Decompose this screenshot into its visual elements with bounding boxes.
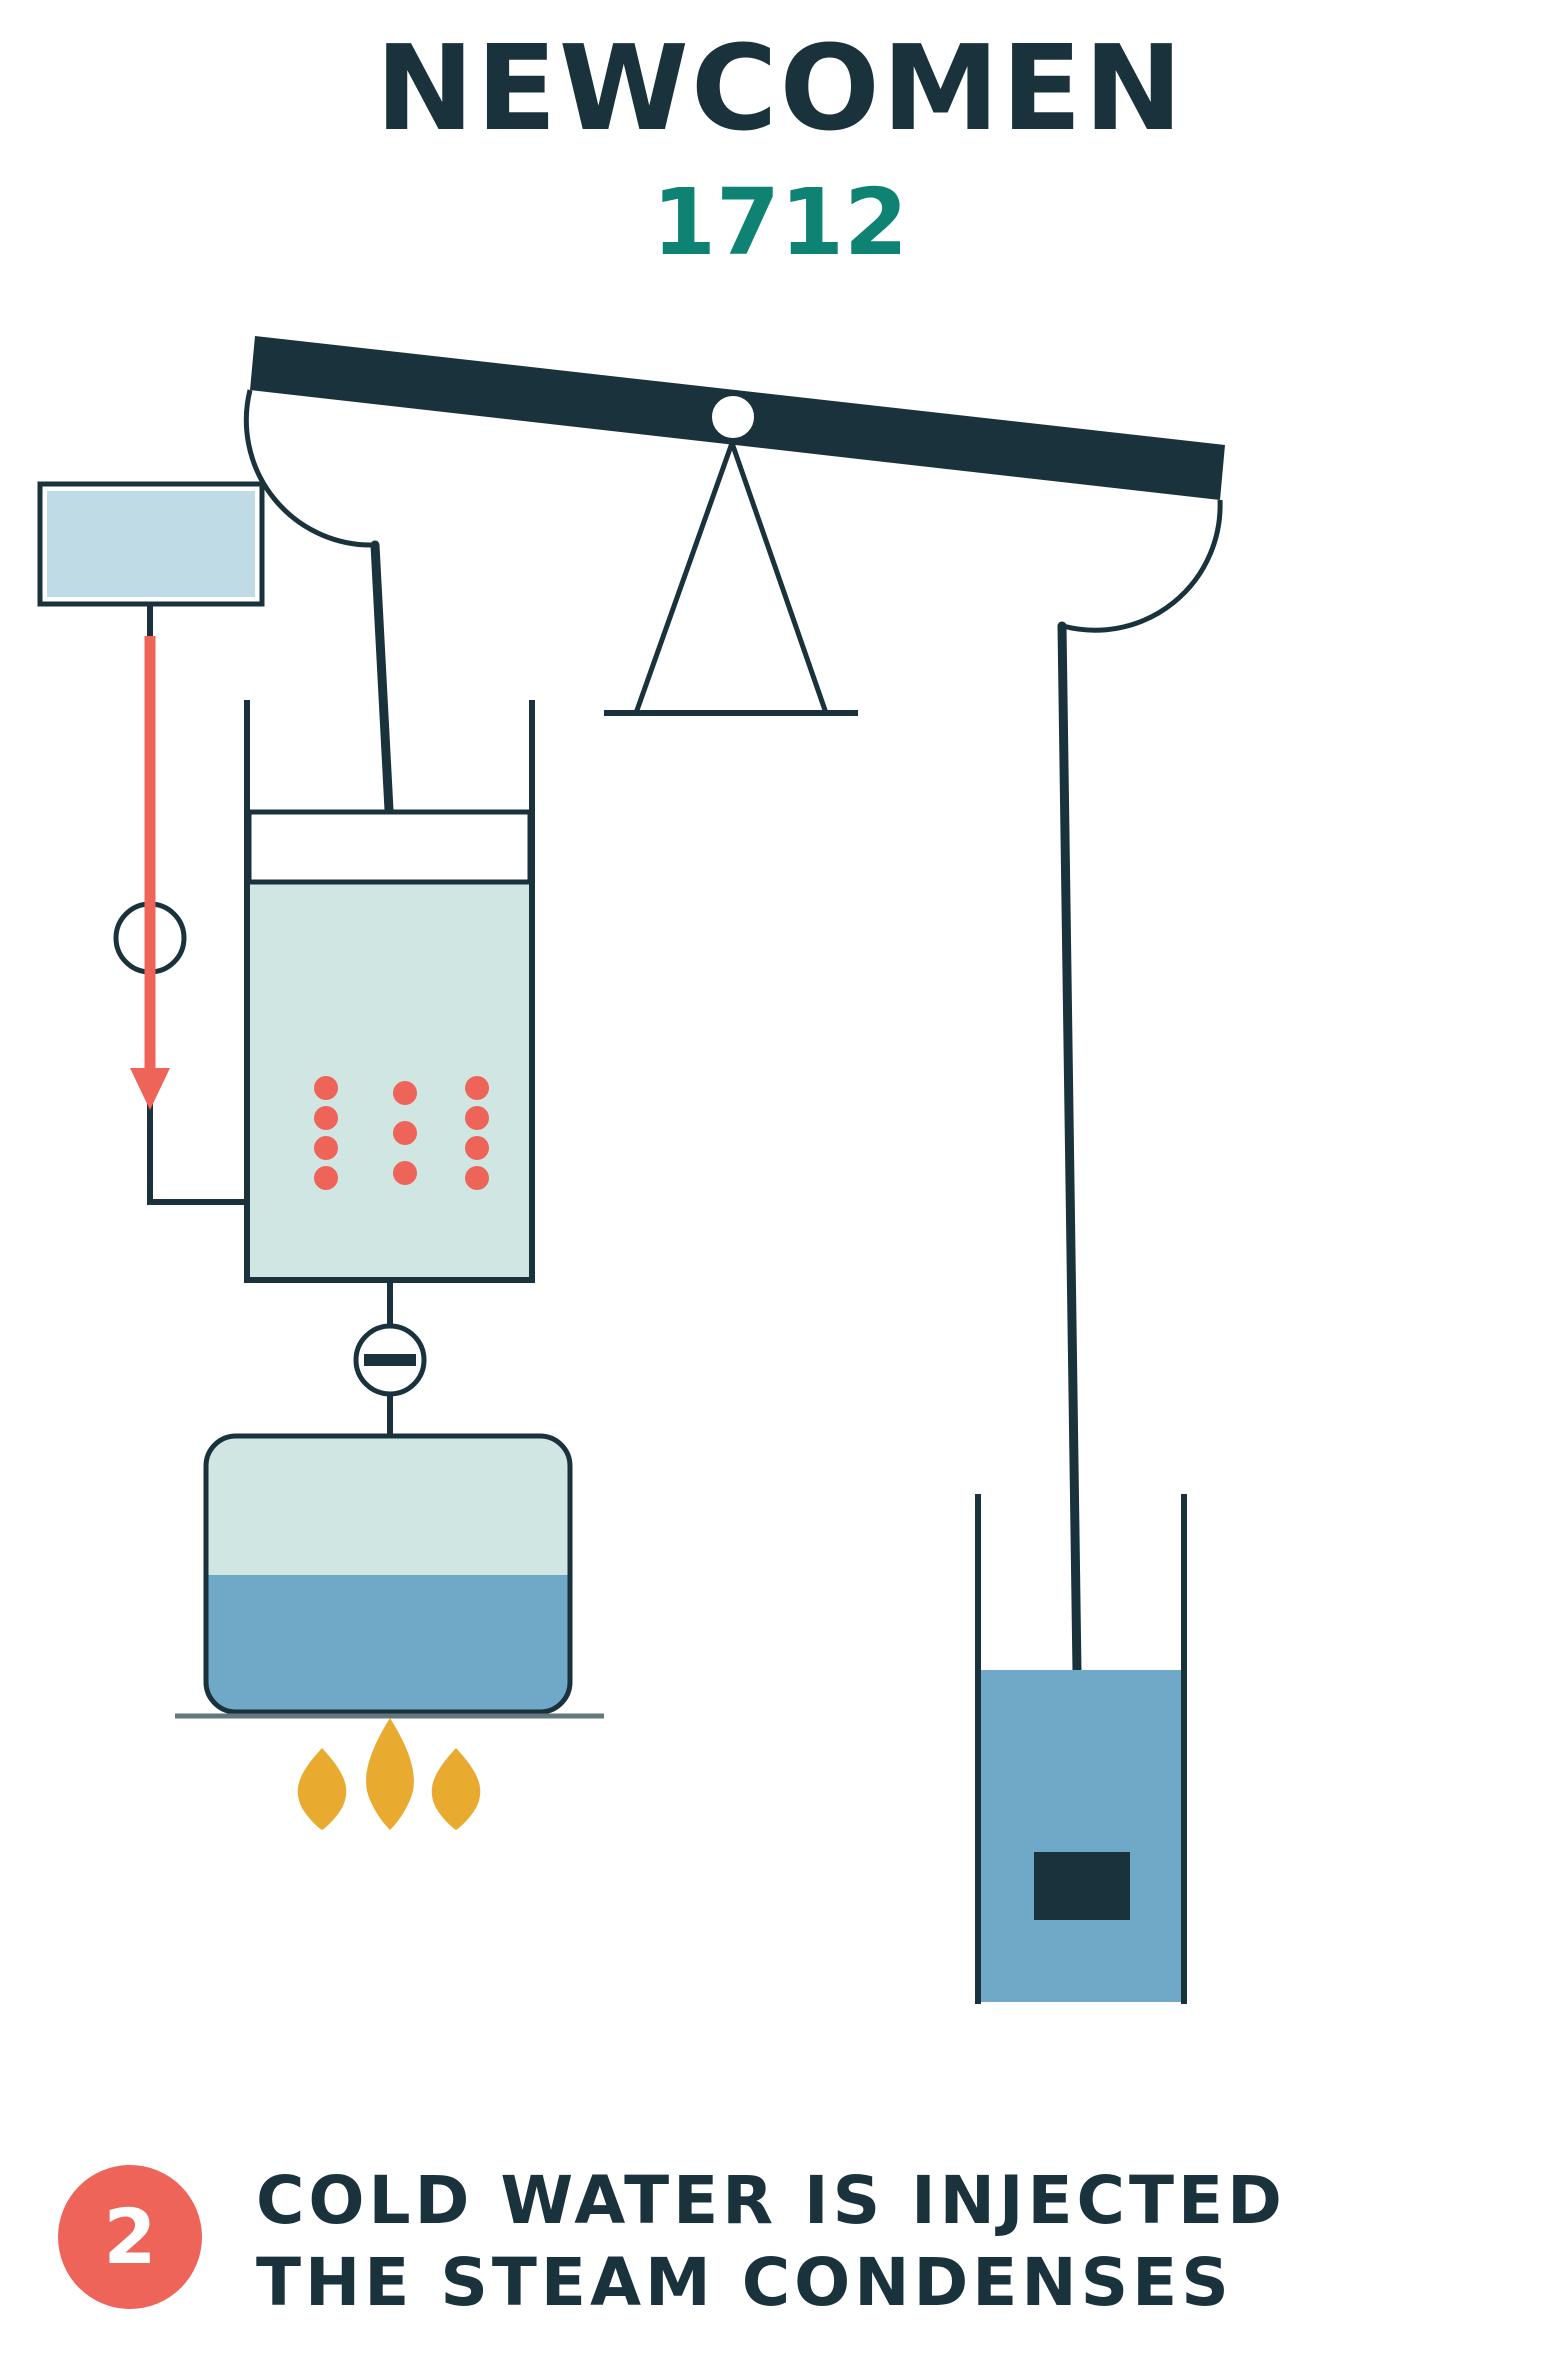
pump-piston <box>1034 1852 1130 1920</box>
reservoir-water <box>47 491 255 597</box>
spray-drop <box>314 1136 338 1160</box>
piston-rod <box>370 540 394 815</box>
flame-icon <box>366 1718 414 1830</box>
spray-drop <box>314 1106 338 1130</box>
left-arch-head <box>243 389 376 548</box>
spray-drop <box>465 1106 489 1130</box>
injection-pipe <box>147 604 247 1205</box>
caption-line: COLD WATER IS INJECTED <box>256 2162 1286 2239</box>
beam-fulcrum-stand <box>633 435 829 714</box>
water-spray <box>314 1076 489 1190</box>
injection-arrow-head <box>130 1068 170 1110</box>
spray-drop <box>465 1166 489 1190</box>
flame-icon <box>431 1748 481 1830</box>
diagram-year: 1712 <box>651 169 909 276</box>
diagram-title: NEWCOMEN <box>375 19 1185 157</box>
spray-drop <box>465 1136 489 1160</box>
spray-drop <box>314 1076 338 1100</box>
caption-line: THE STEAM CONDENSES <box>256 2244 1233 2321</box>
boiler <box>203 1433 573 1715</box>
mine-water <box>978 1670 1184 2002</box>
steam-valve-gate <box>364 1354 416 1366</box>
boiler-water <box>206 1575 570 1712</box>
spray-drop <box>393 1081 417 1105</box>
spray-drop <box>393 1161 417 1185</box>
fire <box>297 1718 481 1830</box>
cylinder-steam <box>247 882 532 1280</box>
spray-drop <box>393 1121 417 1145</box>
beam-pivot <box>706 390 760 444</box>
pump-rod <box>1057 621 1082 1677</box>
spray-drop <box>314 1166 338 1190</box>
step-number: 2 <box>103 2192 157 2281</box>
step-badge: 2 <box>58 2165 202 2309</box>
right-arch-head <box>1062 499 1223 633</box>
step-caption: COLD WATER IS INJECTED THE STEAM CONDENS… <box>256 2160 1286 2324</box>
piston <box>246 809 533 885</box>
spray-drop <box>465 1076 489 1100</box>
flame-icon <box>297 1748 347 1830</box>
